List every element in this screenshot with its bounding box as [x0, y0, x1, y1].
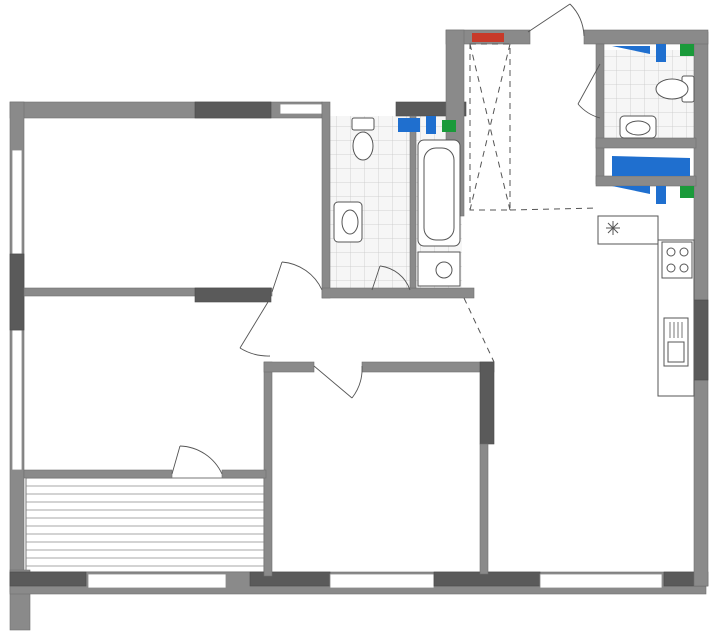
dashed-openings: [463, 43, 599, 363]
door[interactable]: [271, 261, 323, 293]
door[interactable]: [371, 265, 411, 291]
door[interactable]: [313, 365, 363, 399]
outer-walls: [9, 29, 709, 631]
door[interactable]: [577, 63, 601, 119]
toilet-icon: [655, 75, 695, 103]
bathtub-icon: [417, 139, 461, 247]
stove-icon: [661, 241, 693, 279]
washing-machine-icon: [417, 251, 461, 287]
door[interactable]: [171, 445, 223, 475]
fan-icon: [606, 221, 620, 235]
ventilation-icon: [398, 44, 694, 204]
toilet-icon: [351, 117, 375, 161]
door[interactable]: [527, 3, 585, 37]
door[interactable]: [239, 301, 271, 357]
sink-icon: [333, 201, 363, 243]
balcony: [25, 477, 265, 573]
sink-icon: [619, 115, 657, 139]
kitchen-sink-icon: [663, 317, 689, 367]
